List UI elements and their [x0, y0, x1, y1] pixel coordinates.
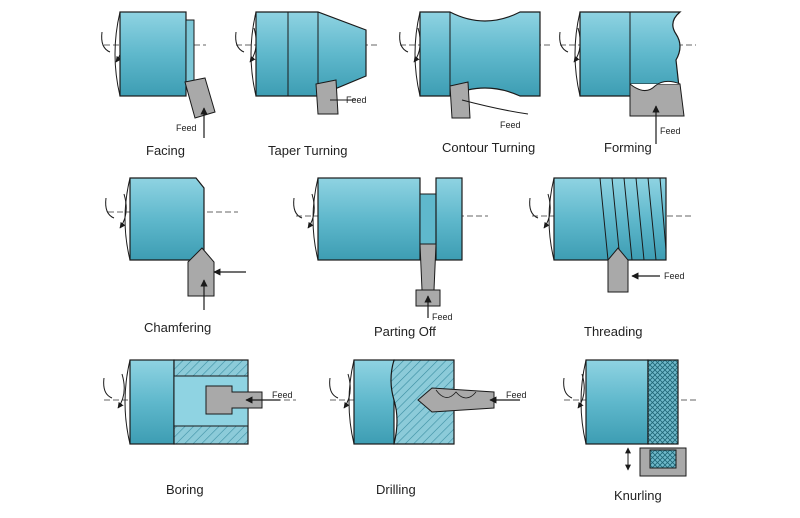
workpiece: [585, 359, 649, 445]
operation-title: Boring: [166, 482, 204, 497]
op-forming: Feed Forming: [559, 11, 696, 155]
workpiece: [553, 177, 667, 261]
op-parting-off: Feed Parting Off: [293, 177, 488, 339]
operation-title: Taper Turning: [268, 143, 348, 158]
workpiece: [353, 359, 395, 445]
op-taper-turning: Feed Taper Turning: [235, 11, 378, 158]
feed-label: Feed: [272, 390, 293, 400]
feed-label: Feed: [500, 120, 521, 130]
feed-label: Feed: [432, 312, 453, 322]
op-boring: Feed Boring: [103, 359, 296, 497]
operation-title: Chamfering: [144, 320, 211, 335]
cutting-tool: [449, 81, 471, 119]
operation-title: Threading: [584, 324, 643, 339]
feed-label: Feed: [660, 126, 681, 136]
boring-tool: [205, 385, 263, 415]
feed-label: Feed: [176, 123, 197, 133]
operation-title: Drilling: [376, 482, 416, 497]
workpiece: [129, 177, 205, 261]
workpiece: [255, 11, 367, 97]
knurled-surface: [647, 359, 679, 445]
thread-grooves: [596, 177, 667, 261]
op-contour-turning: Feed Contour Turning: [399, 11, 550, 155]
rotation-arrow-icon: [105, 193, 127, 229]
workpiece: [119, 11, 187, 97]
parting-tool: [419, 243, 437, 291]
op-knurling: Knurling: [563, 359, 696, 503]
operation-title: Knurling: [614, 488, 662, 503]
feed-label: Feed: [664, 271, 685, 281]
operation-title: Parting Off: [374, 324, 436, 339]
op-facing: Feed Facing: [101, 11, 216, 158]
rotation-arrow-icon: [103, 373, 125, 409]
feed-label: Feed: [506, 390, 527, 400]
cutting-tool: [184, 77, 216, 119]
operation-title: Contour Turning: [442, 140, 535, 155]
cutting-tool: [315, 79, 339, 115]
op-drilling: Feed Drilling: [329, 359, 527, 497]
feed-label: Feed: [346, 95, 367, 105]
workpiece: [419, 11, 541, 97]
workpiece: [317, 177, 421, 261]
rotation-arrow-icon: [329, 373, 351, 409]
operation-title: Facing: [146, 143, 185, 158]
threading-tool: [607, 247, 629, 293]
rotation-arrow-icon: [293, 193, 315, 229]
op-threading: Feed Threading: [529, 177, 692, 339]
workpiece: [129, 359, 175, 445]
operation-title: Forming: [604, 140, 652, 155]
op-chamfering: Chamfering: [105, 177, 246, 335]
rotation-arrow-icon: [529, 193, 551, 229]
